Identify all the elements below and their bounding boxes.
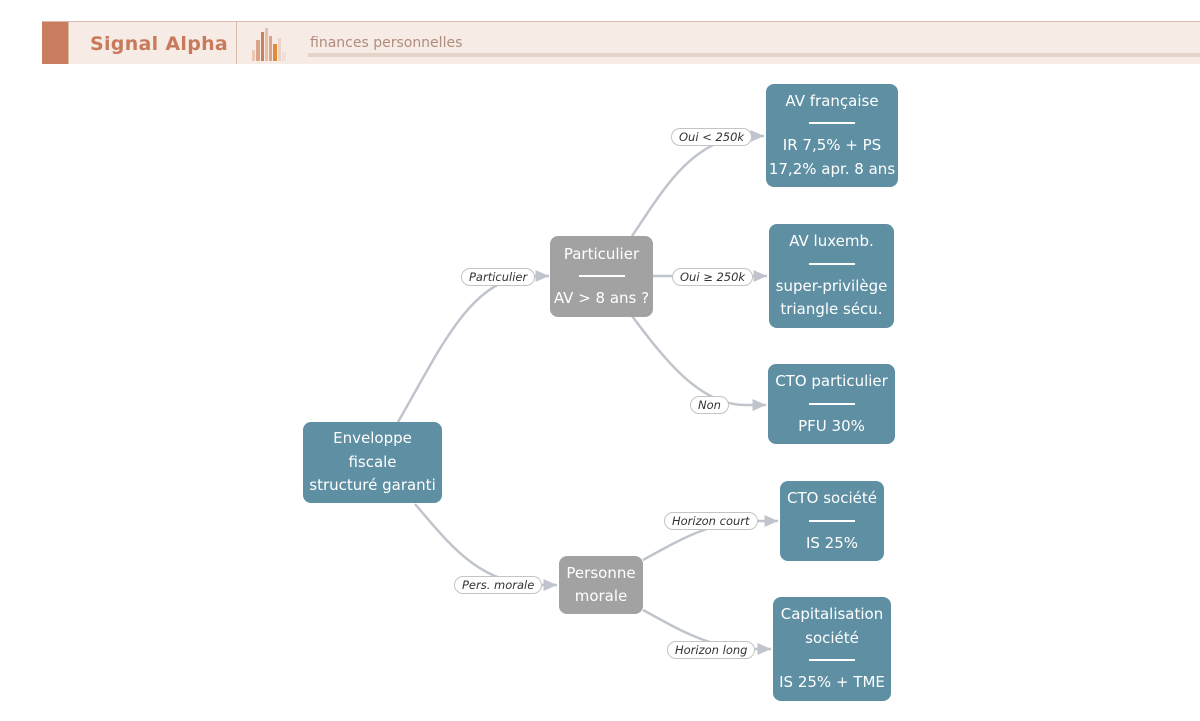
node-personne-morale[interactable]: Personne morale [559, 556, 643, 614]
header-divider [236, 22, 237, 64]
node-divider [808, 262, 855, 265]
node-detail: AV > 8 ans ? [553, 289, 650, 307]
edge-label-oui-lt-250k: Oui < 250k [671, 128, 753, 146]
node-av-francaise[interactable]: AV française IR 7,5% + PS 17,2% apr. 8 a… [766, 84, 898, 187]
node-detail: IS 25% + TME [779, 673, 885, 692]
header-underline [308, 53, 1200, 57]
node-capitalisation-societe[interactable]: Capitalisation société IS 25% + TME [773, 597, 891, 701]
node-detail: PFU 30% [798, 416, 865, 435]
node-detail: IS 25% [805, 533, 859, 552]
brand-title[interactable]: Signal Alpha [90, 33, 229, 55]
edge-label-non: Non [690, 396, 729, 414]
node-detail: IR 7,5% + PS [782, 136, 882, 155]
node-detail: 17,2% apr. 8 ans [768, 159, 896, 178]
app-header: Signal Alpha finances personnelles [42, 21, 1200, 64]
node-detail: super-privilège [775, 276, 888, 295]
node-av-luxembourg[interactable]: AV luxemb. super-privilège triangle sécu… [769, 224, 894, 328]
header-divider [68, 22, 69, 64]
node-root-enveloppe[interactable]: Enveloppe fiscale structuré garanti [303, 422, 442, 503]
node-title: CTO société [787, 489, 877, 507]
edge-part-avfr [630, 130, 764, 237]
node-title: CTO particulier [775, 372, 888, 390]
node-text: Enveloppe [333, 429, 412, 448]
brand-color-swatch [42, 22, 68, 64]
node-divider [809, 659, 855, 662]
edge-label-horizon-court: Horizon court [664, 512, 758, 530]
edge-label-pers-morale: Pers. morale [454, 576, 543, 594]
node-title: société [805, 628, 859, 647]
node-title: Particulier [563, 244, 640, 263]
node-text: fiscale [348, 452, 397, 471]
node-divider [578, 275, 625, 277]
node-text: morale [574, 587, 628, 605]
node-title: AV française [785, 91, 879, 110]
node-cto-societe[interactable]: CTO société IS 25% [780, 481, 884, 561]
node-divider [808, 402, 855, 405]
node-title: Capitalisation [780, 605, 884, 624]
node-divider [809, 122, 855, 125]
bar-chart-logo-icon [252, 28, 286, 61]
header-subtitle: finances personnelles [310, 35, 463, 51]
edge-label-particulier: Particulier [461, 268, 536, 286]
edge-part-ctop [631, 315, 766, 411]
node-particulier[interactable]: Particulier AV > 8 ans ? [550, 236, 653, 317]
node-cto-particulier[interactable]: CTO particulier PFU 30% [768, 364, 895, 444]
node-title: AV luxemb. [789, 232, 874, 251]
edge-root-morale [414, 503, 557, 591]
node-detail: triangle sécu. [780, 300, 883, 319]
edge-root-particulier [396, 270, 549, 423]
edge-label-oui-ge-250k: Oui ≥ 250k [672, 268, 754, 286]
node-divider [809, 519, 855, 522]
node-text: structuré garanti [309, 476, 436, 495]
node-text: Personne [566, 563, 636, 582]
edge-label-horizon-long: Horizon long [667, 641, 756, 659]
